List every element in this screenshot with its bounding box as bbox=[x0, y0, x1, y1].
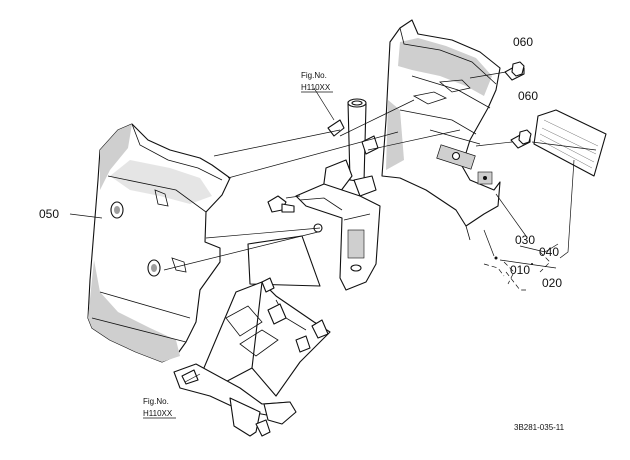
fig-ref-bottom-number: H110XX bbox=[143, 409, 173, 418]
plate bbox=[247, 235, 321, 287]
callout-030: 030 bbox=[515, 233, 535, 247]
callout-060-lower: 060 bbox=[518, 89, 538, 103]
steering-column-bracket bbox=[295, 98, 381, 291]
bolt-060-lower bbox=[510, 129, 532, 149]
lower-frame bbox=[173, 277, 331, 437]
callout-010: 010 bbox=[510, 263, 530, 277]
screw-bracket bbox=[267, 195, 295, 213]
rear-cover-010 bbox=[381, 19, 501, 241]
callout-020: 020 bbox=[542, 276, 562, 290]
fig-ref-top-label: Fig.No. bbox=[301, 71, 327, 80]
decal-040 bbox=[533, 109, 607, 177]
drawing-code: 3B281-035-11 bbox=[514, 423, 565, 432]
fig-ref-bottom-label: Fig.No. bbox=[143, 397, 169, 406]
callout-050: 050 bbox=[39, 207, 59, 221]
fig-ref-top-number: H110XX bbox=[301, 83, 331, 92]
guide-lines bbox=[69, 71, 597, 383]
callout-040: 040 bbox=[539, 245, 559, 259]
front-cover-050 bbox=[87, 123, 231, 363]
callout-060-upper: 060 bbox=[513, 35, 533, 49]
bolt-060-upper bbox=[504, 61, 525, 81]
